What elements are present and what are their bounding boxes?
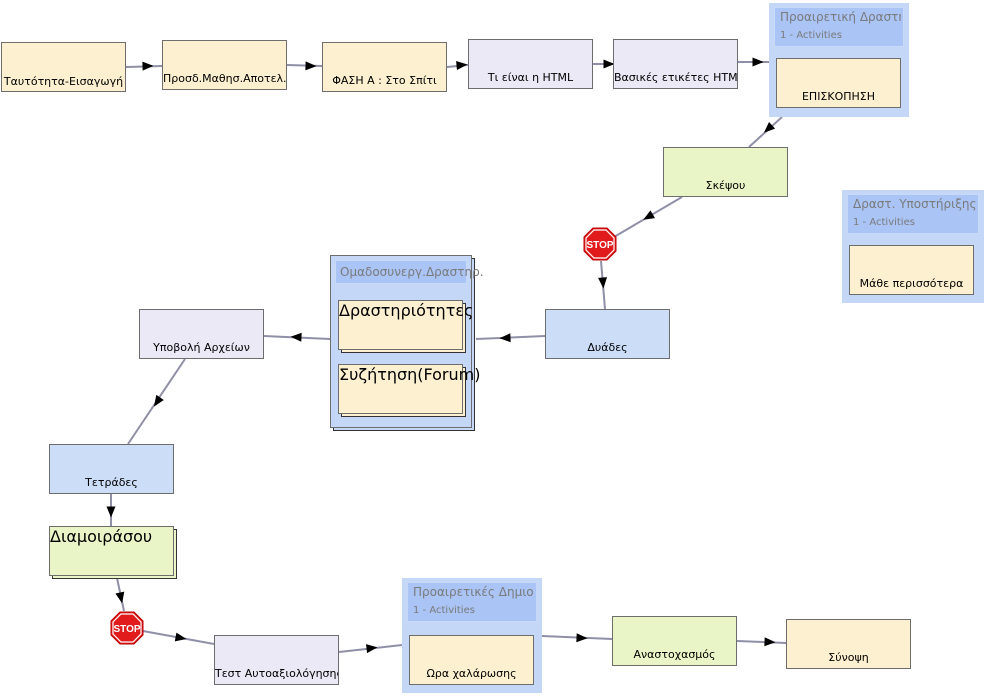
node-outcomes[interactable]: Προσδ.Μαθησ.Αποτελ. xyxy=(162,40,287,90)
group-support-activities-subtitle: 1 - Activities xyxy=(853,217,915,228)
node-forum-label: Συζήτηση(Forum) xyxy=(339,365,481,384)
group-optional-creative[interactable]: Προαιρετικές Δημιουρ 1 - Activities Ωρα … xyxy=(402,578,542,693)
node-pairs[interactable]: Δυάδες xyxy=(545,309,670,359)
group-support-activities-header: Δραστ. Υποστήριξης 1 - Activities xyxy=(847,194,979,234)
conn-share-stop2 xyxy=(115,577,125,612)
node-self-test[interactable]: Τεστ Αυτοαξιολόγησης xyxy=(214,635,339,685)
conn-quads-share xyxy=(106,494,116,526)
conn-collab-upload-arrowhead xyxy=(290,332,302,342)
node-relax[interactable]: Ωρα χαλάρωσης xyxy=(409,635,534,685)
conn-think-stop1-arrowhead xyxy=(643,210,656,220)
node-think-label: Σκέψου xyxy=(705,179,746,192)
node-phase-a[interactable]: ΦΑΣΗ Α : Στο Σπίτι xyxy=(322,42,447,92)
stop-sign-1: STOP xyxy=(583,227,617,261)
node-what-html[interactable]: Τι είναι η HTML xyxy=(468,39,593,89)
conn-pairs-collab-arrowhead xyxy=(499,333,511,343)
group-collab-title: Ομαδοσυνεργ.Δραστηρ. xyxy=(340,265,484,279)
node-upload-label: Υποβολή Αρχείων xyxy=(153,341,250,354)
conn-stop2-selftest xyxy=(142,630,215,645)
node-overview-label: ΕΠΙΣΚΟΠΗΣΗ xyxy=(801,90,876,103)
conn-think-stop1 xyxy=(613,196,683,238)
group-support-activities[interactable]: Δραστ. Υποστήριξης 1 - Activities Μάθε π… xyxy=(842,190,984,303)
node-reflection[interactable]: Αναστοχασμός xyxy=(612,616,737,666)
group-optional-activity[interactable]: Προαιρετική Δραστηρι 1 - Activities ΕΠΙΣ… xyxy=(769,3,909,117)
conn-phase-what xyxy=(446,61,469,71)
conn-upload-quads-arrowhead xyxy=(153,394,164,407)
node-relax-label: Ωρα χαλάρωσης xyxy=(426,667,517,680)
node-share-panel: Διαμοιράσου xyxy=(49,526,174,576)
stop-sign-2: STOP xyxy=(110,611,144,645)
conn-quads-share-arrowhead xyxy=(106,506,116,518)
node-think[interactable]: Σκέψου xyxy=(663,147,788,197)
group-optional-creative-subtitle: 1 - Activities xyxy=(413,605,475,616)
conn-selftest-creative-arrowhead xyxy=(366,644,378,654)
conn-pairs-collab xyxy=(475,333,546,343)
node-upload[interactable]: Υποβολή Αρχείων xyxy=(139,309,264,359)
conn-stop1-pairs-arrowhead xyxy=(598,277,608,289)
conn-phase-what-arrowhead xyxy=(456,61,468,71)
stop-sign-1-label: STOP xyxy=(586,240,613,251)
conn-overview-think-arrowhead xyxy=(763,121,776,133)
conn-identity-outcomes xyxy=(125,61,163,71)
group-collab-panel: Ομαδοσυνεργ.Δραστηρ. Δραστηριότητες Συζή… xyxy=(330,255,484,428)
node-learn-more-label: Μάθε περισσότερα xyxy=(859,277,964,290)
conn-stop1-pairs xyxy=(598,260,608,310)
group-optional-creative-header: Προαιρετικές Δημιουρ 1 - Activities xyxy=(407,582,537,622)
node-activities-panel: Δραστηριότητες xyxy=(338,300,474,350)
conn-overview-think xyxy=(748,116,783,148)
node-share[interactable]: Διαμοιράσου xyxy=(49,526,177,579)
node-forum-panel: Συζήτηση(Forum) xyxy=(338,364,481,414)
node-self-test-label: Τεστ Αυτοαξιολόγησης xyxy=(215,667,338,680)
group-collab[interactable]: Ομαδοσυνεργ.Δραστηρ. Δραστηριότητες Συζή… xyxy=(330,255,484,431)
node-forum[interactable]: Συζήτηση(Forum) xyxy=(338,364,481,417)
conn-what-tags-arrowhead xyxy=(603,59,615,69)
conn-tags-overview-arrowhead xyxy=(752,57,764,67)
conn-selftest-creative xyxy=(338,644,403,654)
conn-reflection-summary-arrowhead xyxy=(764,637,776,647)
conn-reflection-summary xyxy=(736,637,787,647)
node-share-label: Διαμοιράσου xyxy=(50,527,153,546)
node-basic-tags-label: Βασικές ετικέτες HTML xyxy=(614,71,737,84)
conn-what-tags xyxy=(593,59,615,69)
group-optional-activity-subtitle: 1 - Activities xyxy=(780,30,842,41)
conn-outcomes-phase-arrowhead xyxy=(305,61,317,71)
node-identity-label: Ταυτότητα-Εισαγωγή xyxy=(3,75,124,88)
conn-creative-reflection xyxy=(541,633,613,643)
node-phase-a-label: ΦΑΣΗ Α : Στο Σπίτι xyxy=(332,74,437,87)
node-activities[interactable]: Δραστηριότητες xyxy=(338,300,474,353)
group-optional-activity-title: Προαιρετική Δραστηρι xyxy=(780,10,901,24)
stop-sign-2-label: STOP xyxy=(113,624,140,635)
node-identity[interactable]: Ταυτότητα-Εισαγωγή xyxy=(1,42,126,92)
conn-identity-outcomes-arrowhead xyxy=(142,61,154,71)
group-support-activities-title: Δραστ. Υποστήριξης xyxy=(853,197,976,211)
group-optional-activity-header: Προαιρετική Δραστηρι 1 - Activities xyxy=(774,7,904,47)
node-quads-label: Τετράδες xyxy=(85,476,138,489)
group-collab-header: Ομαδοσυνεργ.Δραστηρ. xyxy=(335,260,484,284)
node-activities-label: Δραστηριότητες xyxy=(339,301,474,320)
conn-tags-overview xyxy=(738,57,769,67)
node-pairs-label: Δυάδες xyxy=(587,341,628,354)
node-reflection-label: Αναστοχασμός xyxy=(633,648,716,661)
group-optional-creative-title: Προαιρετικές Δημιουρ xyxy=(413,585,534,599)
node-learn-more[interactable]: Μάθε περισσότερα xyxy=(849,245,974,295)
node-what-html-label: Τι είναι η HTML xyxy=(487,71,574,84)
conn-upload-quads xyxy=(127,358,186,445)
conn-creative-reflection-arrowhead xyxy=(576,633,588,643)
node-basic-tags[interactable]: Βασικές ετικέτες HTML xyxy=(613,39,738,89)
conn-collab-upload xyxy=(263,332,331,342)
node-overview[interactable]: ΕΠΙΣΚΟΠΗΣΗ xyxy=(776,58,901,108)
conn-stop2-selftest-arrowhead xyxy=(174,632,187,642)
conn-outcomes-phase xyxy=(286,61,323,71)
node-outcomes-label: Προσδ.Μαθησ.Αποτελ. xyxy=(163,72,286,85)
node-summary[interactable]: Σύνοψη xyxy=(786,619,911,669)
conn-share-stop2-arrowhead xyxy=(115,591,125,604)
node-summary-label: Σύνοψη xyxy=(828,651,869,664)
node-quads[interactable]: Τετράδες xyxy=(49,444,174,494)
